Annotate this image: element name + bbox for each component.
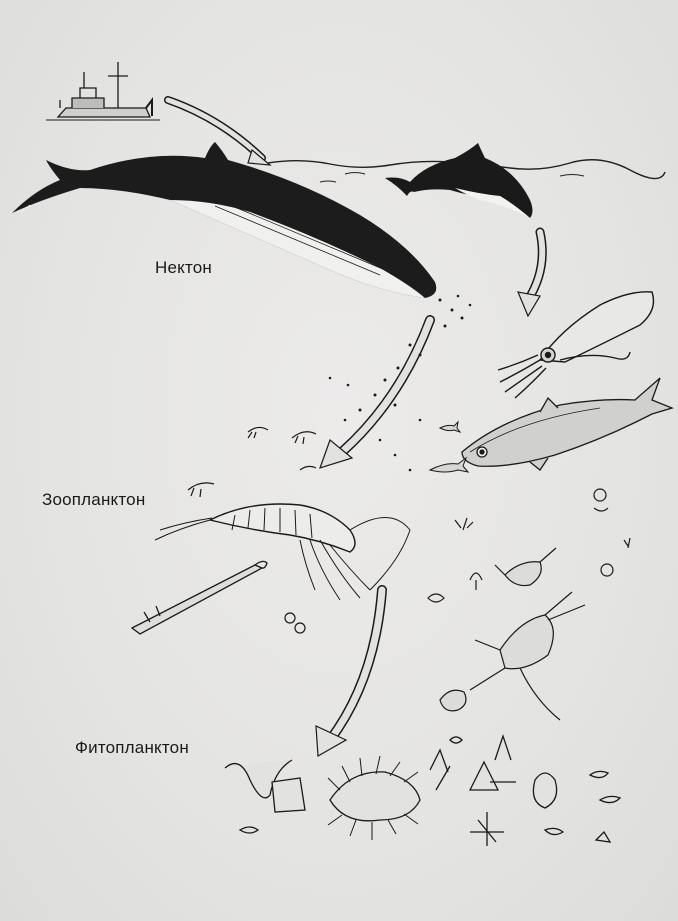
herring-fish xyxy=(462,378,672,470)
baleen-whale xyxy=(12,142,436,298)
label-nekton: Нектон xyxy=(155,258,212,278)
arrow-krill-to-phyto xyxy=(316,590,382,756)
label-phytoplankton: Фитопланктон xyxy=(75,738,189,758)
phytoplankton-cells xyxy=(225,736,620,846)
small-fish xyxy=(430,422,468,472)
dolphin xyxy=(385,143,533,218)
zooplankton-bits xyxy=(285,489,630,633)
small-crustaceans xyxy=(188,427,316,497)
copepods xyxy=(440,548,585,720)
krill-shrimp xyxy=(155,504,410,600)
arrow-worm xyxy=(132,561,267,634)
arrow-dolphin-to-squid xyxy=(518,232,542,316)
label-zooplankton: Зоопланктон xyxy=(42,490,145,510)
whaling-ship xyxy=(46,62,160,120)
squid xyxy=(498,292,654,398)
